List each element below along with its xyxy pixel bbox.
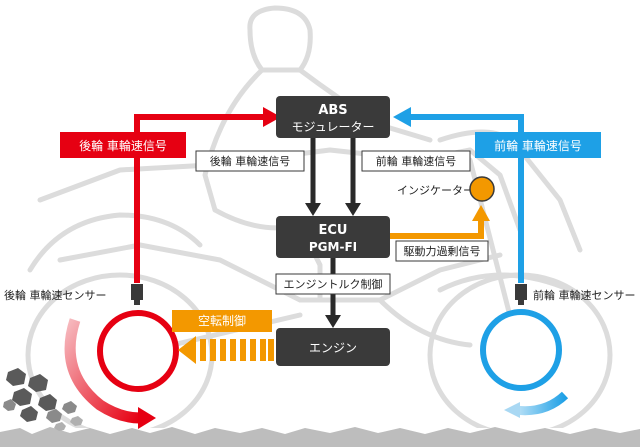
- pgm-fi-label: PGM-FI: [309, 240, 357, 254]
- ecu-to-indicator-arrow: [390, 205, 490, 239]
- front-wheel-speed-signal-mid-box: 前輪 車輪速信号: [361, 150, 471, 172]
- drive-excess-signal: 駆動力過剰信号: [404, 244, 481, 258]
- rear-wheel-speed-signal-mid: 後輪 車輪速信号: [210, 154, 291, 168]
- ground-gravel: [0, 368, 640, 447]
- rear-wheel-speed-signal-box: 後輪 車輪速信号: [60, 132, 186, 158]
- ecu-label: ECU: [319, 223, 348, 238]
- front-spin-arrowhead: [504, 402, 520, 418]
- rear-wheel-speed-signal-mid-box: 後輪 車輪速信号: [195, 150, 305, 172]
- engine-block: エンジン: [276, 328, 390, 366]
- front-sensor-label: 前輪 車輪速センサー: [533, 288, 636, 302]
- engine-torque-control-box: エンジントルク制御: [275, 273, 391, 295]
- front-sensor: [515, 284, 527, 305]
- abs-to-ecu-arrows: [305, 138, 361, 216]
- indicator-label: インジケーター: [397, 184, 474, 197]
- rear-wheel: [64, 310, 179, 429]
- abs-modulator-block: ABS モジュレーター: [276, 96, 390, 138]
- engine-label: エンジン: [309, 341, 357, 355]
- rear-spin-arrowhead: [138, 407, 156, 429]
- idle-control: 空転制御: [198, 313, 246, 328]
- modulator-label: モジュレーター: [292, 120, 375, 134]
- front-spin-arrow: [514, 391, 569, 416]
- rear-sensor-label: 後輪 車輪速センサー: [4, 288, 107, 302]
- front-wheel: [480, 309, 569, 418]
- rear-sensor: [131, 284, 143, 305]
- front-wheel-speed-signal-mid: 前輪 車輪速信号: [376, 154, 457, 168]
- engine-to-rear-wheel-arrow: [178, 336, 274, 364]
- front-wheel-speed-signal-top: 前輪 車輪速信号: [494, 138, 582, 153]
- abs-label: ABS: [318, 103, 347, 118]
- indicator-lamp: [469, 176, 495, 202]
- indicator-group: インジケーター: [397, 176, 495, 202]
- rear-signal-path: [134, 107, 281, 283]
- idle-control-box: 空転制御: [172, 310, 272, 332]
- rear-wheel-speed-signal-top: 後輪 車輪速信号: [79, 138, 167, 153]
- drive-excess-signal-box: 駆動力過剰信号: [395, 240, 489, 262]
- engine-torque-control: エンジントルク制御: [284, 277, 383, 291]
- front-signal-path: [393, 107, 524, 283]
- ecu-block: ECU PGM-FI: [276, 216, 390, 258]
- rear-spin-arrow: [64, 318, 141, 424]
- front-wheel-speed-signal-box: 前輪 車輪速信号: [475, 132, 601, 158]
